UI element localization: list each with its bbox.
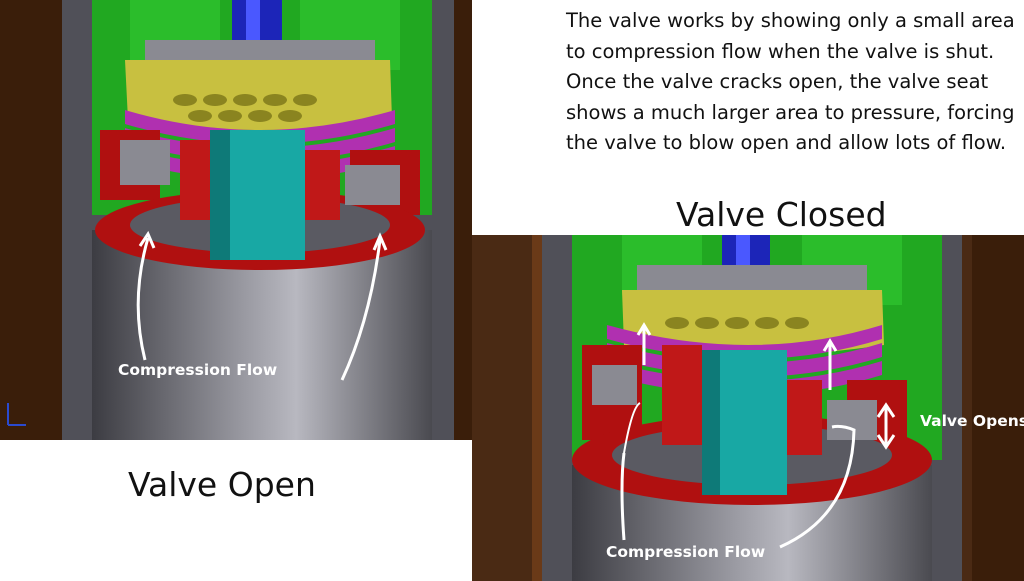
description-text: The valve works by showing only a small … <box>566 9 1015 154</box>
valve-opens-label: Valve Opens <box>920 412 1024 430</box>
caption-valve-closed: Valve Closed <box>676 195 887 234</box>
caption-valve-open: Valve Open <box>128 465 316 504</box>
flow-arrow-right <box>340 239 382 381</box>
compression-flow-label-left: Compression Flow <box>118 361 278 379</box>
flow-arrow-left <box>136 237 150 361</box>
valve-open-render <box>0 0 472 440</box>
compression-flow-label-right: Compression Flow <box>606 543 766 561</box>
valve-closed-render <box>472 235 1024 581</box>
